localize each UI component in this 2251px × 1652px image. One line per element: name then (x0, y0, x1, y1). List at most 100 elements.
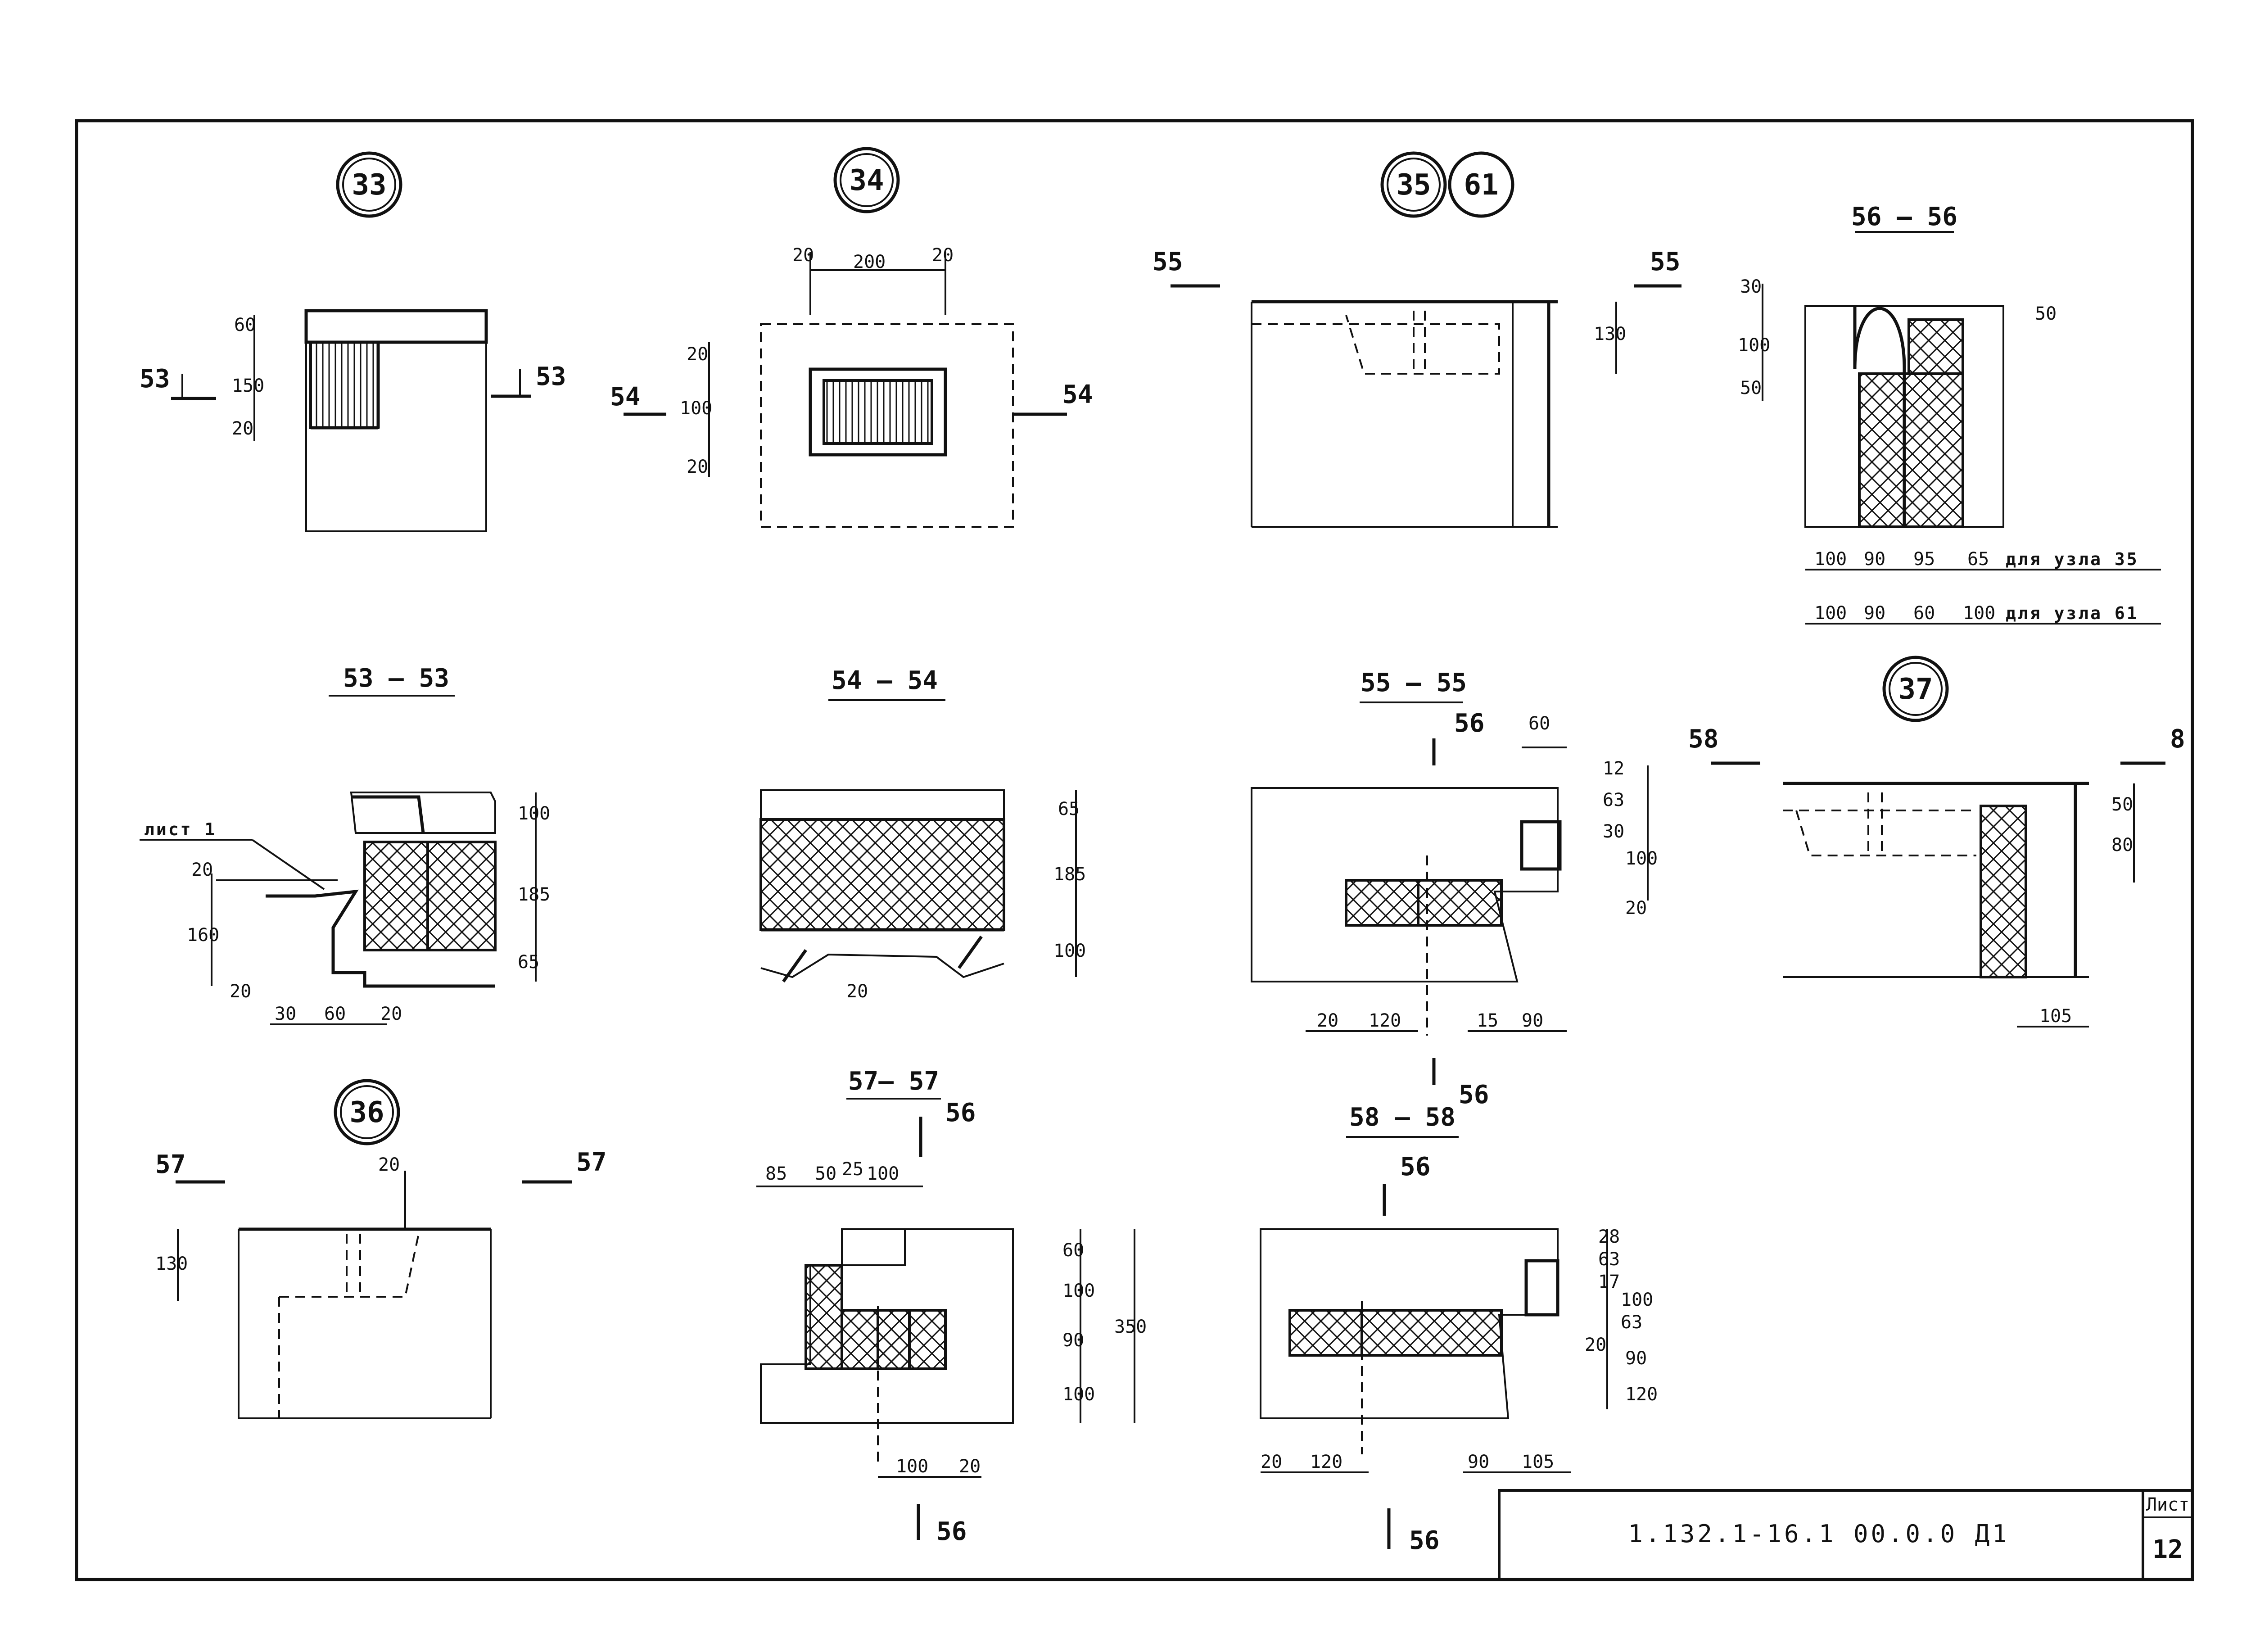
dim-57-85: 85 (765, 1163, 787, 1184)
dim-55-100: 100 (1625, 848, 1658, 869)
dim-57-20: 20 (959, 1456, 981, 1477)
dim-55-63: 63 (1603, 790, 1624, 810)
node-37-label: 37 (1898, 673, 1933, 706)
drawing-code: 1.132.1-16.1 00.0.0 Д1 (1628, 1520, 2009, 1548)
dim-55-90: 90 (1522, 1010, 1543, 1031)
dim-56-50a: 50 (1740, 378, 1762, 398)
dim-53-160: 160 (187, 925, 219, 946)
dim-55-120: 120 (1369, 1010, 1401, 1031)
dim-57-90: 90 (1062, 1330, 1084, 1351)
dim-58-63: 63 (1598, 1249, 1620, 1270)
dim-56-100c: 100 (1963, 603, 1995, 624)
cut-mark-56-bottom: 56 (936, 1517, 967, 1546)
node-34: 34 20 200 20 20 100 20 54 54 (610, 147, 1093, 528)
dim-53-20a: 20 (191, 860, 213, 880)
dim-57-25: 25 (842, 1159, 863, 1180)
section-53-53: 53 — 53 лист 1 100 185 65 20 160 20 30 6… (140, 664, 550, 1025)
node-35-61: 35 61 130 55 55 (1153, 151, 1681, 528)
dim-57-60: 60 (1062, 1240, 1084, 1261)
node-36: 36 20 130 57 57 (155, 1079, 606, 1419)
node-36-marker (334, 1079, 400, 1145)
dim-34-20a: 20 (792, 245, 814, 266)
dim-54-65: 65 (1058, 799, 1080, 819)
dim-56-50b: 50 (2035, 303, 2057, 324)
dim-56-100b: 100 (1814, 603, 1847, 624)
dim-56-65: 65 (1967, 549, 1989, 570)
dim-55-20b: 20 (1317, 1010, 1338, 1031)
dim-53-20c: 20 (380, 1004, 402, 1024)
dim-33-20: 20 (232, 418, 253, 439)
dim-36-130: 130 (155, 1254, 188, 1274)
node-34-marker (833, 147, 900, 213)
cut-mark-54-left: 54 (610, 382, 640, 412)
section-54-54: 54 — 54 65 185 100 20 (759, 666, 1086, 1002)
dim-53-185: 185 (518, 884, 550, 905)
dim-57-350: 350 (1114, 1317, 1147, 1337)
cut-mark-55-left: 55 (1153, 247, 1183, 276)
dim-58-17: 17 (1598, 1272, 1620, 1292)
dim-55-20a: 20 (1625, 898, 1647, 919)
dim-37-50: 50 (2111, 794, 2133, 815)
dim-56-100: 100 (1738, 335, 1770, 356)
cut-mark-56-top: 56 (1454, 709, 1484, 738)
cut-mark-57-left: 57 (155, 1150, 185, 1179)
dim-34-20c: 20 (687, 344, 708, 365)
dim-55-30: 30 (1603, 821, 1624, 842)
dim-56-60: 60 (1913, 603, 1935, 624)
dim-56-100a: 100 (1814, 549, 1847, 570)
dim-34-20d: 20 (687, 457, 708, 477)
section-56-title: 56 — 56 (1851, 202, 1957, 231)
dim-58-20: 20 (1585, 1335, 1606, 1355)
node-37-marker (1882, 656, 1949, 722)
node-35-marker (1380, 151, 1447, 218)
dim-53-65: 65 (518, 952, 539, 973)
note-sheet-1: лист 1 (144, 819, 217, 839)
cut-mark-58-left: 58 (1688, 724, 1718, 754)
dim-57-100a: 100 (867, 1163, 899, 1184)
section-55-55: 55 — 55 56 56 60 12 63 30 100 20 20 120 … (1251, 668, 1658, 1109)
dim-56-95: 95 (1913, 549, 1935, 570)
dim-53-30: 30 (275, 1004, 296, 1024)
sheet-label: Лист (2146, 1494, 2189, 1515)
section-56-56: 56 — 56 30 100 50 50 100 90 95 65 для уз… (1738, 202, 2161, 625)
dim-34-200: 200 (853, 252, 886, 272)
dim-36-20: 20 (378, 1154, 400, 1175)
dim-57-100b: 100 (1062, 1281, 1095, 1301)
dim-55-12: 12 (1603, 758, 1624, 779)
section-58-title: 58 — 58 (1349, 1103, 1455, 1132)
cut-mark-56-bottom: 56 (1459, 1080, 1489, 1109)
dim-55-15: 15 (1477, 1010, 1498, 1031)
dim-34-100: 100 (680, 398, 712, 419)
dim-58-63b: 63 (1621, 1312, 1642, 1333)
node-35-label: 35 (1396, 168, 1431, 202)
section-53-title: 53 — 53 (343, 664, 449, 693)
dim-56-90a: 90 (1864, 549, 1885, 570)
dim-57-50: 50 (815, 1163, 836, 1184)
dim-58-20b: 20 (1261, 1452, 1282, 1472)
node-61-label: 61 (1464, 168, 1498, 202)
dim-57-100d: 100 (896, 1456, 928, 1477)
dim-53-60: 60 (324, 1004, 346, 1024)
dim-56-90b: 90 (1864, 603, 1885, 624)
node-61-marker (1448, 151, 1514, 218)
dim-58-90: 90 (1625, 1348, 1647, 1369)
section-58-58: 58 — 58 56 28 63 17 100 63 20 90 120 20 … (1260, 1103, 1658, 1555)
cut-mark-56-top: 56 (945, 1098, 976, 1127)
node-37: 37 50 80 105 58 8 (1688, 656, 2185, 1027)
cut-mark-56-top: 56 (1400, 1152, 1430, 1181)
note-node-35: для узла 35 (2006, 549, 2139, 569)
section-55-title: 55 — 55 (1361, 668, 1467, 697)
dim-58-90b: 90 (1468, 1452, 1489, 1472)
section-57-title: 57— 57 (848, 1067, 939, 1096)
sheet-frame (75, 119, 2194, 1581)
dim-37-105: 105 (2039, 1006, 2072, 1027)
dim-58-28: 28 (1598, 1227, 1620, 1247)
dim-58-105: 105 (1522, 1452, 1554, 1472)
cut-mark-8-right: 8 (2170, 724, 2185, 754)
dim-33-60: 60 (234, 315, 256, 335)
dim-35-130: 130 (1594, 324, 1626, 344)
dim-58-120: 120 (1625, 1384, 1658, 1405)
cut-mark-53-right: 53 (536, 362, 566, 391)
dim-55-60: 60 (1528, 713, 1550, 734)
